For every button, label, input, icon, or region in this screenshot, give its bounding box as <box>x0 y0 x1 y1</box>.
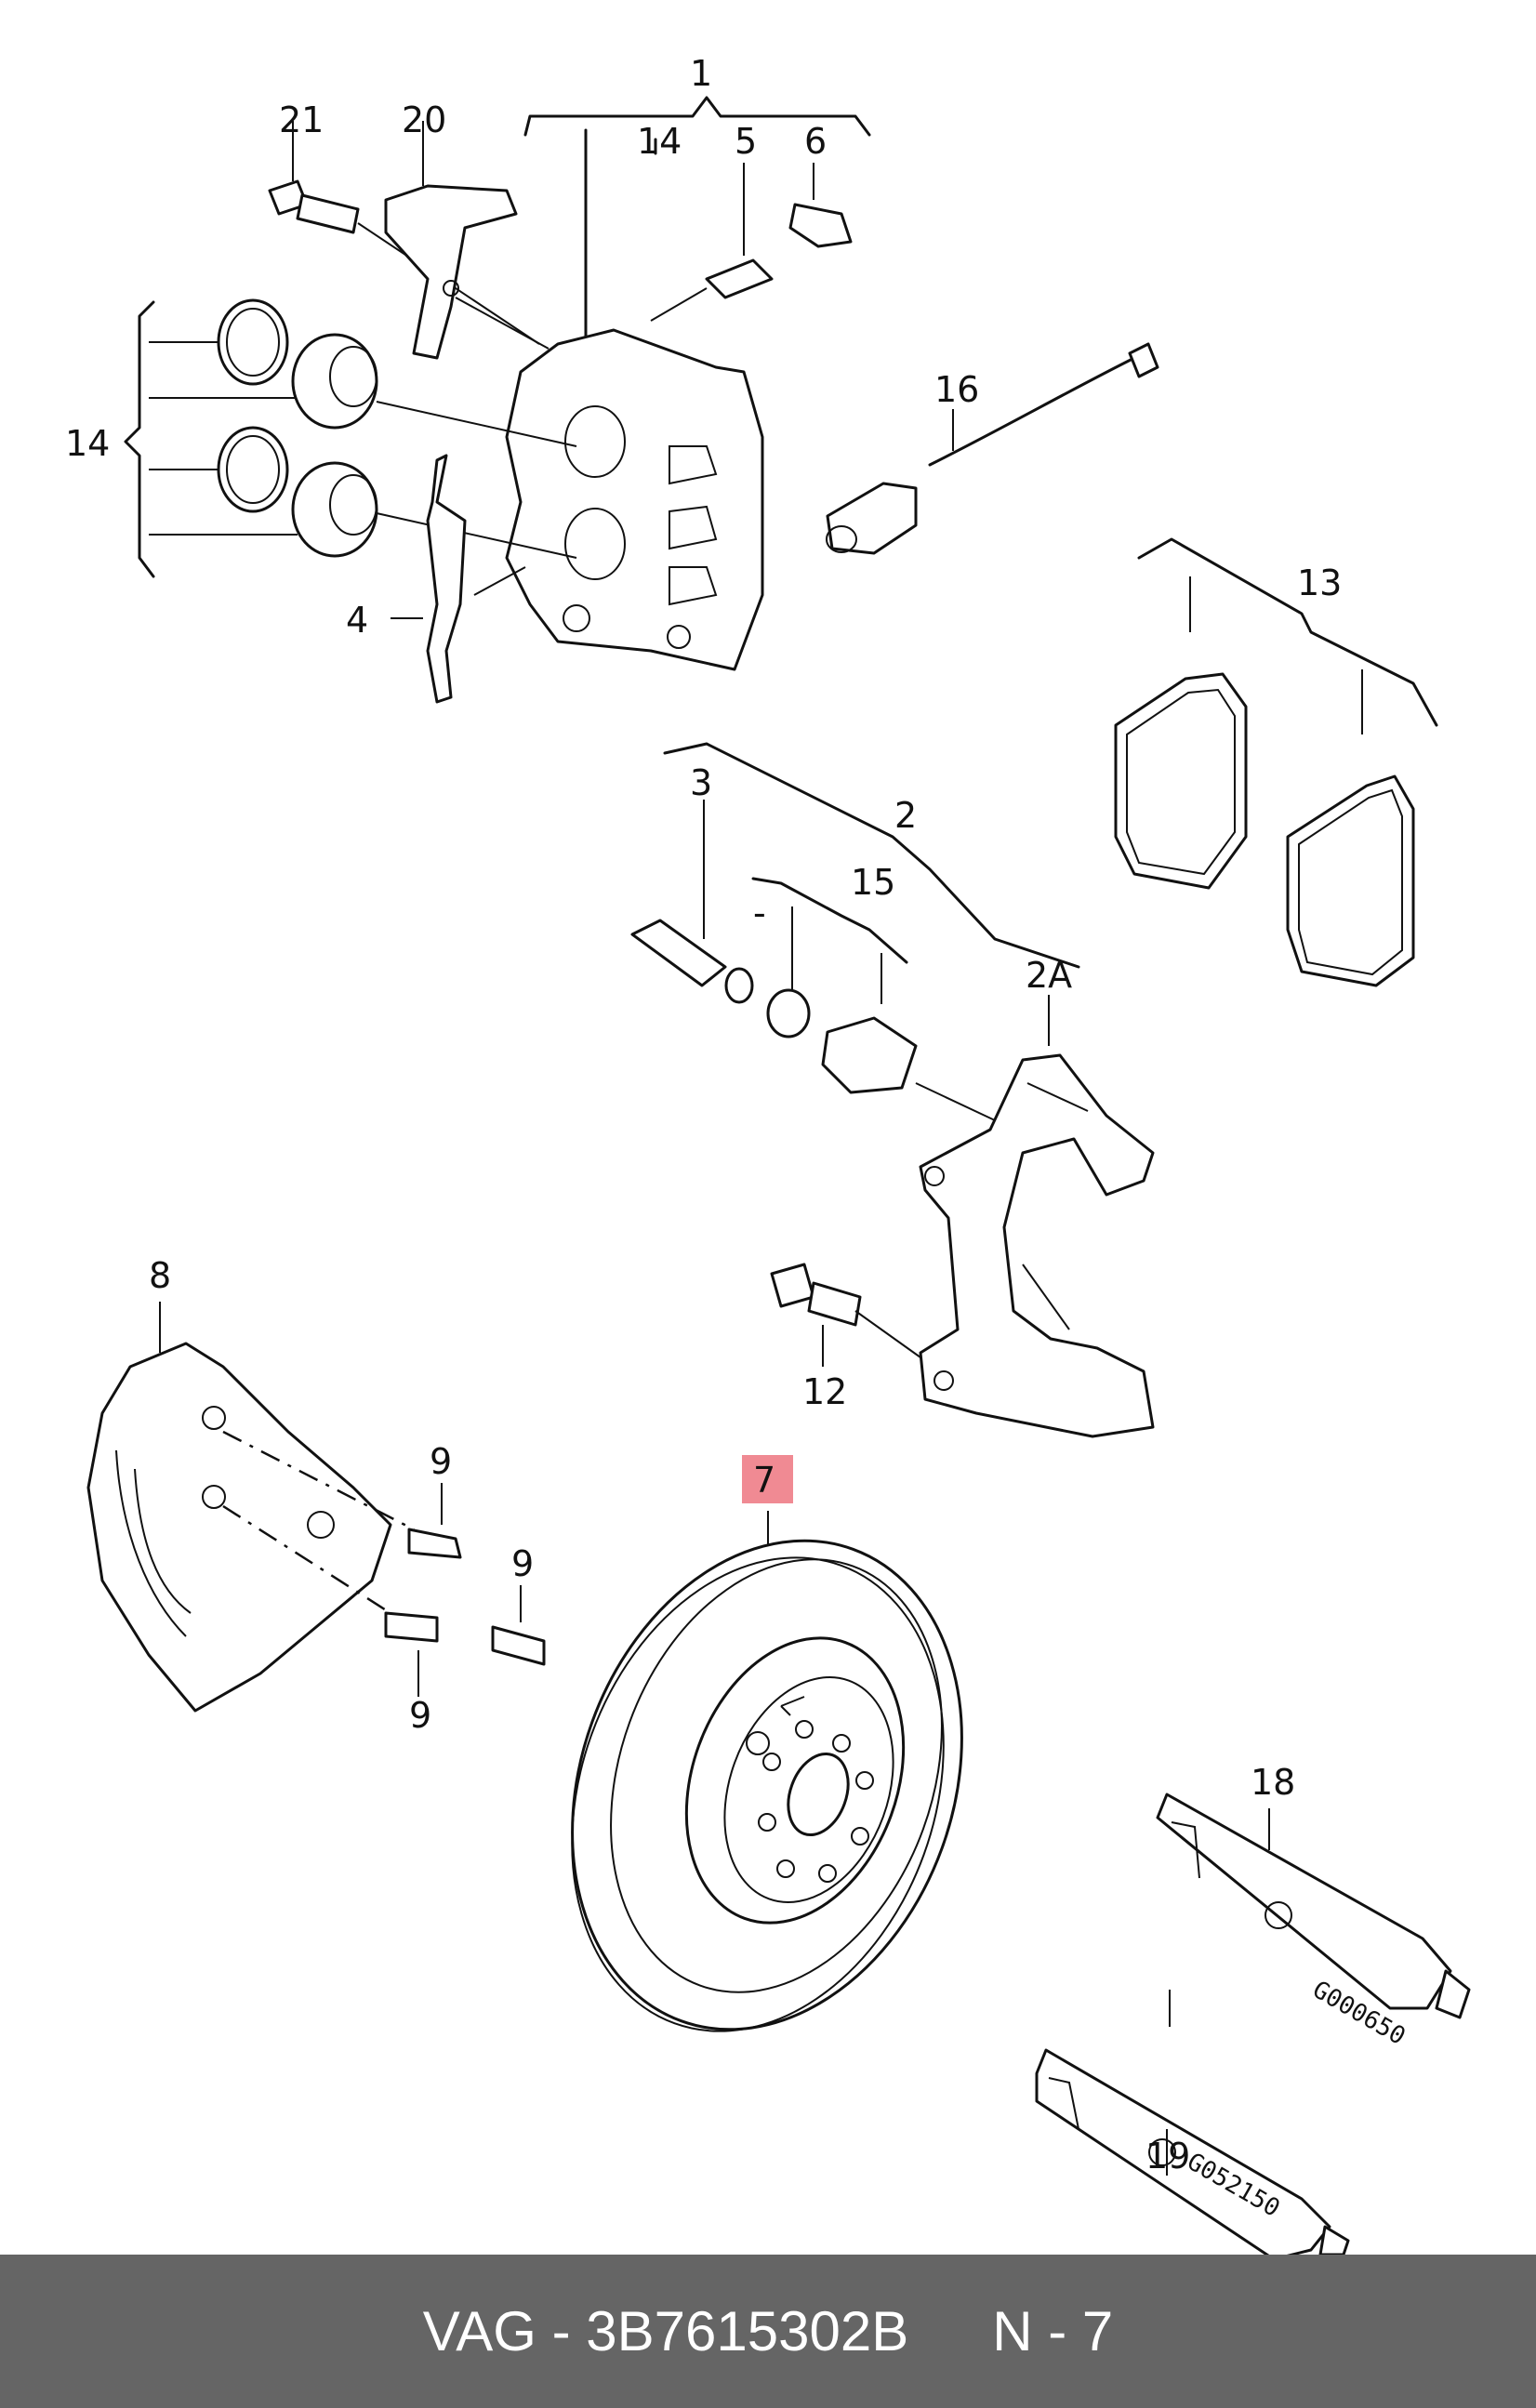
bleeder <box>650 163 853 322</box>
caliper-group <box>505 96 871 671</box>
callout-13: 13 <box>1297 562 1342 603</box>
brake-pads <box>1114 537 1438 987</box>
callout-4: 4 <box>346 600 368 641</box>
callout-14-top: 14 <box>637 121 682 162</box>
callout-2: 2 <box>894 795 917 836</box>
footer-bar: VAG - 3B7615302B N - 7 <box>0 2255 1536 2408</box>
callout-12: 12 <box>802 1371 847 1412</box>
callout-2a: 2A <box>1026 955 1072 996</box>
callout-1: 1 <box>690 53 712 94</box>
callout-20: 20 <box>402 99 446 140</box>
part-number: VAG - 3B7615302B <box>422 2300 909 2362</box>
bolt-and-plate <box>268 121 550 360</box>
callout-5: 5 <box>735 121 757 162</box>
callout-6: 6 <box>804 121 827 162</box>
callout-dash: - <box>753 893 766 933</box>
callout-9-upper: 9 <box>430 1441 452 1482</box>
callout-18: 18 <box>1251 1762 1295 1803</box>
callout-15: 15 <box>851 862 895 903</box>
callout-3: 3 <box>690 762 712 803</box>
callout-21: 21 <box>279 99 324 140</box>
grease-tubes: G000650 G052150 <box>1035 1793 1471 2255</box>
piston-seals <box>124 298 577 578</box>
highlight-box <box>742 1455 793 1503</box>
callout-16: 16 <box>934 369 979 410</box>
callout-9-right: 9 <box>511 1543 534 1584</box>
carrier-group <box>630 742 1155 1438</box>
diagram-reference: N - 7 <box>992 2300 1114 2362</box>
callout-8: 8 <box>149 1255 171 1296</box>
callout-7: 7 <box>753 1460 775 1501</box>
splash-shield <box>86 1302 546 1713</box>
callout-labels: 1 21 20 14 5 6 14 16 4 13 3 2 - 15 2A 8 … <box>65 53 1342 2176</box>
wear-sensor <box>826 342 1159 555</box>
callout-19: 19 <box>1145 2136 1190 2176</box>
callout-9-lower: 9 <box>409 1695 431 1736</box>
brake-disc <box>571 1455 963 2032</box>
parts-diagram: G000650 G052150 1 21 20 14 5 6 14 16 4 1… <box>65 53 1471 2255</box>
callout-14-left: 14 <box>65 423 110 464</box>
spring-clip <box>391 454 526 704</box>
